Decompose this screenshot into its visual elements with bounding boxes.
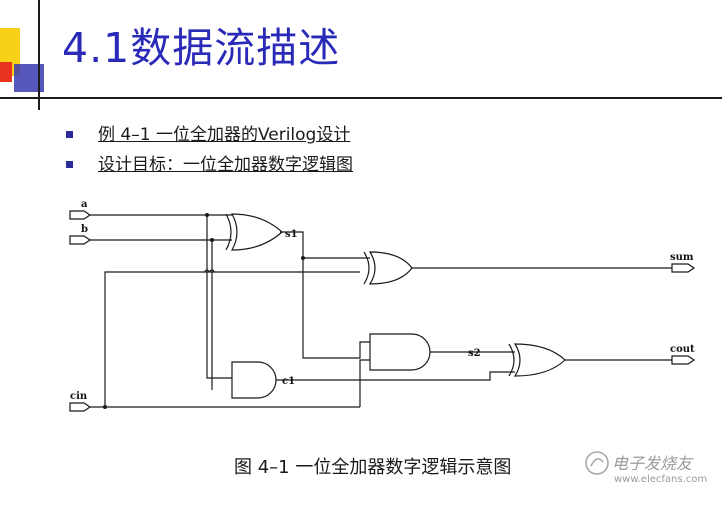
label-s1: s1: [285, 229, 298, 240]
wire-cin-to-and2: [359, 359, 370, 407]
wire-cin-up: [104, 271, 360, 407]
slide-title: 4.1数据流描述: [62, 24, 341, 72]
label-s2: s2: [468, 348, 481, 359]
label-sum: sum: [670, 252, 694, 263]
xor-gate-3-cout: [513, 343, 566, 377]
bullet-text-1: 例 4–1 一位全加器的Verilog设计: [98, 125, 351, 145]
label-cin: cin: [70, 391, 88, 402]
title-divider: [0, 97, 722, 99]
label-b: b: [81, 224, 88, 235]
label-c1: c1: [282, 376, 295, 387]
watermark-url: www.elecfans.com: [614, 474, 708, 485]
xor-gate-2-sum: [368, 251, 413, 285]
terminal-cout: [671, 355, 696, 365]
and-gate-s2: [369, 333, 431, 371]
wire-s1: [280, 231, 370, 259]
terminal-cin: [69, 402, 92, 412]
terminal-a: [69, 210, 92, 220]
terminal-sum: [671, 263, 696, 273]
figure-caption: 图 4–1 一位全加器数字逻辑示意图: [234, 457, 512, 478]
decor-vertical-line: [38, 0, 40, 110]
bullet-marker: [66, 161, 73, 168]
wire-s1-to-and2: [302, 258, 370, 359]
decor-red-block: [0, 62, 12, 82]
label-cout: cout: [670, 344, 695, 355]
bullet-text-2: 设计目标：一位全加器数字逻辑图: [98, 155, 353, 175]
bullet-marker: [66, 131, 73, 138]
watermark-text: 电子发烧友: [612, 454, 693, 473]
terminal-b: [69, 235, 92, 245]
watermark: 电子发烧友 www.elecfans.com: [584, 448, 720, 500]
wire-a-to-c1-and: [206, 215, 232, 379]
watermark-logo-icon: [585, 451, 609, 475]
and-gate-c1: [231, 361, 277, 399]
xor-gate-1: [230, 213, 283, 251]
wire-c1: [276, 371, 515, 381]
label-a: a: [81, 199, 88, 210]
